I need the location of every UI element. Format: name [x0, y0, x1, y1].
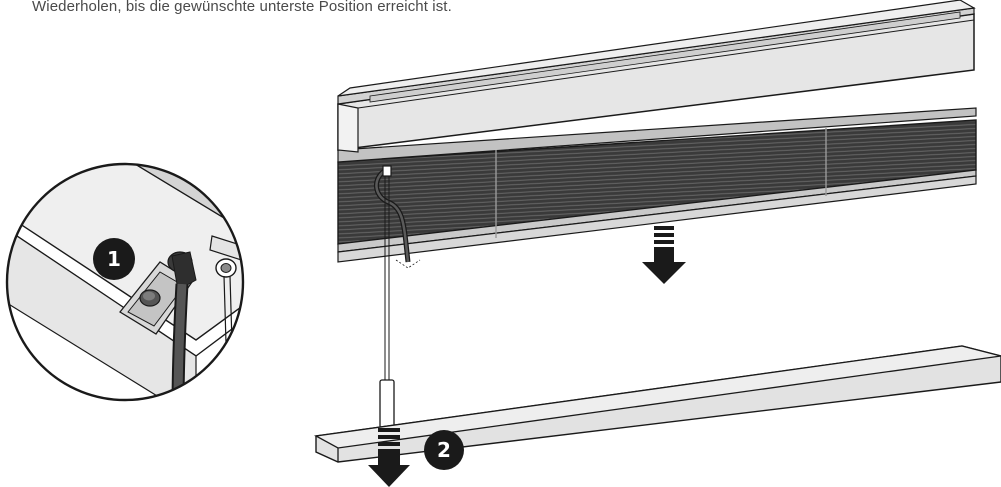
instruction-caption: Wiederholen, bis die gewünschte unterste…	[32, 0, 452, 15]
step-number-2: 2	[437, 438, 451, 462]
step-badge-icon	[93, 238, 135, 280]
step-number-1: 1	[107, 247, 121, 271]
detail-magnifier	[5, 162, 245, 402]
step-badge-icon	[424, 430, 464, 470]
down-arrow-icon	[642, 226, 686, 284]
down-arrow-icon	[368, 428, 410, 487]
pleated-blind	[337, 0, 977, 429]
step-badge-1: 1	[93, 238, 135, 280]
window-sill	[313, 345, 1001, 463]
step-badge-2: 2	[424, 430, 464, 470]
pull-rod-handle	[379, 379, 395, 429]
